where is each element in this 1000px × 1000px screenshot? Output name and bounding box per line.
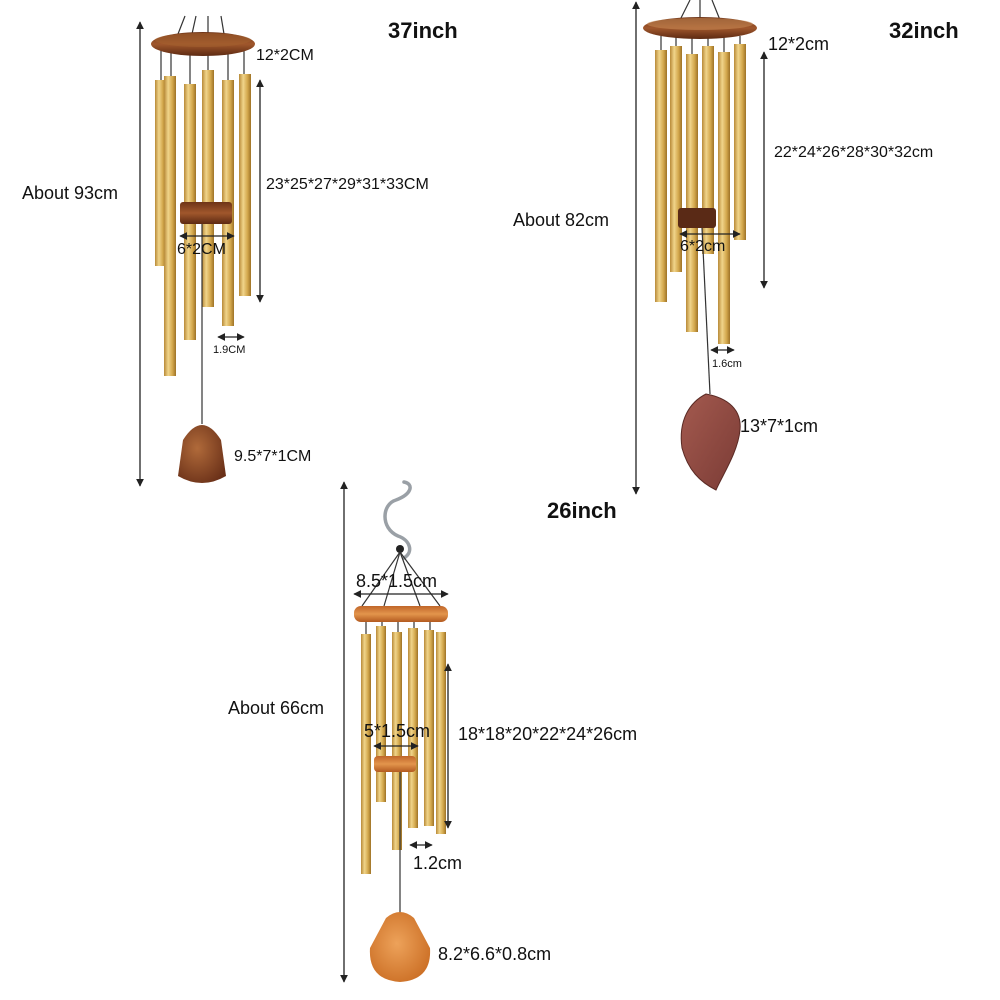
chime-26-total-length: About 66cm — [228, 698, 324, 718]
chime-37-striker-size: 6*2CM — [177, 241, 226, 258]
tube — [734, 44, 746, 240]
tube — [436, 632, 446, 834]
chime-26-striker — [374, 756, 416, 772]
chime-32-tube-lengths: 22*24*26*28*30*32cm — [774, 144, 933, 161]
chime-32-dimensions — [632, 1, 768, 495]
chime-26-bead — [396, 545, 404, 553]
chime-37-hanging-cords — [177, 15, 225, 35]
chime-32-striker-size: 6*2cm — [680, 238, 725, 255]
tube — [155, 80, 166, 266]
chime-37-tubes — [155, 50, 251, 376]
tube — [239, 74, 251, 296]
chime-26-illustration — [354, 480, 448, 982]
chime-26-tubes — [361, 620, 446, 874]
tube — [376, 626, 386, 802]
chime-32-tube-diameter: 1.6cm — [712, 358, 742, 370]
chime-37-striker — [180, 202, 232, 224]
tube — [408, 628, 418, 828]
tube — [392, 632, 402, 850]
chime-26-top-ring — [354, 606, 448, 622]
tube — [655, 50, 667, 302]
chime-26-tube-diameter: 1.2cm — [413, 853, 462, 873]
tube — [702, 46, 714, 254]
chime-26-tube-lengths: 18*18*20*22*24*26cm — [458, 724, 637, 744]
labels: 37inch About 93cm 12*2CM 23*25*27*29*31*… — [22, 18, 959, 964]
chime-32-top-ring-size: 12*2cm — [768, 34, 829, 54]
chime-26-top-ring-size: 8.5*1.5cm — [356, 571, 437, 591]
chime-37-sail — [178, 425, 226, 483]
chime-26-size-label: 26inch — [547, 498, 617, 523]
tube — [361, 634, 371, 874]
chime-32-hanging-cords — [679, 0, 721, 21]
chime-26-dimensions — [340, 481, 452, 983]
chime-37-tube-lengths: 23*25*27*29*31*33CM — [266, 176, 429, 193]
chime-37-total-length: About 93cm — [22, 183, 118, 203]
chime-32-sail-size: 13*7*1cm — [740, 416, 818, 436]
chime-32-illustration — [643, 0, 757, 491]
chime-37-tube-diameter: 1.9CM — [213, 344, 245, 356]
tube — [202, 70, 214, 307]
s-hook-icon — [383, 480, 412, 560]
chime-37-size-label: 37inch — [388, 18, 458, 43]
chime-37-dimensions — [136, 21, 264, 487]
chime-32-leaf-sail — [680, 393, 741, 491]
chime-26-sail-size: 8.2*6.6*0.8cm — [438, 944, 551, 964]
tube — [424, 630, 434, 826]
tube — [718, 52, 730, 344]
tube — [164, 76, 176, 376]
chime-32-size-label: 32inch — [889, 18, 959, 43]
tube — [686, 54, 698, 332]
chime-37-illustration — [151, 15, 255, 483]
chime-32-striker — [678, 208, 716, 228]
chime-32-tubes — [655, 36, 746, 344]
chime-32-total-length: About 82cm — [513, 210, 609, 230]
chime-26-striker-size: 5*1.5cm — [364, 721, 430, 741]
chime-37-top-ring-size: 12*2CM — [256, 47, 314, 64]
chime-37-sail-size: 9.5*7*1CM — [234, 448, 311, 465]
chime-26-sail — [369, 912, 431, 982]
